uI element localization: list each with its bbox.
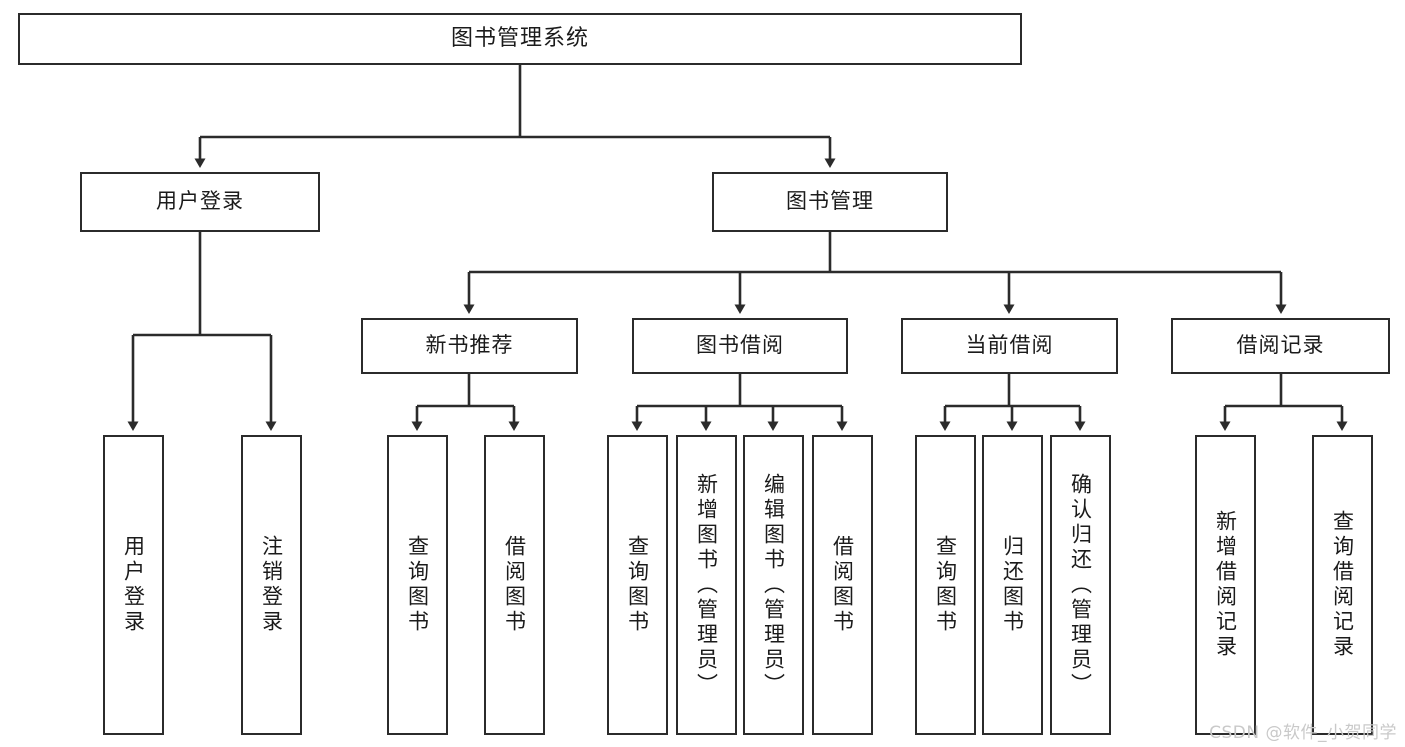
leaf-query-book-1[interactable]: 查询图书 — [387, 435, 448, 735]
leaf-user-login[interactable]: 用户登录 — [103, 435, 164, 735]
node-label: 借阅图书 — [830, 535, 855, 635]
node-label: 注销登录 — [259, 535, 284, 635]
node-label: 图书借阅 — [696, 333, 784, 358]
node-label: 查询借阅记录 — [1330, 510, 1355, 660]
node-label: 借阅图书 — [502, 535, 527, 635]
leaf-query-book-2[interactable]: 查询图书 — [607, 435, 668, 735]
node-label: 新书推荐 — [425, 333, 514, 358]
node-label: 借阅记录 — [1236, 333, 1325, 358]
node-label: 归还图书 — [1000, 535, 1025, 635]
leaf-query-book-3[interactable]: 查询图书 — [915, 435, 976, 735]
leaf-borrow-book-2[interactable]: 借阅图书 — [812, 435, 873, 735]
node-label: 用户登录 — [156, 189, 244, 214]
node-book-borrow[interactable]: 图书借阅 — [632, 318, 848, 374]
node-root[interactable]: 图书管理系统 — [18, 13, 1022, 65]
leaf-borrow-book-1[interactable]: 借阅图书 — [484, 435, 545, 735]
leaf-add-record[interactable]: 新增借阅记录 — [1195, 435, 1256, 735]
node-label: 查询图书 — [405, 535, 430, 635]
node-label: 新增图书（管理员） — [694, 472, 719, 698]
node-label: 当前借阅 — [965, 333, 1054, 358]
node-label: 编辑图书（管理员） — [761, 472, 786, 698]
node-borrow-record[interactable]: 借阅记录 — [1171, 318, 1390, 374]
node-label: 查询图书 — [625, 535, 650, 635]
node-new-book-rec[interactable]: 新书推荐 — [361, 318, 578, 374]
node-label: 图书管理 — [786, 189, 874, 214]
node-label: 新增借阅记录 — [1213, 510, 1238, 660]
node-label: 确认归还（管理员） — [1068, 472, 1093, 698]
leaf-logout[interactable]: 注销登录 — [241, 435, 302, 735]
node-current-borrow[interactable]: 当前借阅 — [901, 318, 1118, 374]
leaf-return-book[interactable]: 归还图书 — [982, 435, 1043, 735]
node-user-login[interactable]: 用户登录 — [80, 172, 320, 232]
node-label: 用户登录 — [121, 535, 146, 635]
leaf-edit-book[interactable]: 编辑图书（管理员） — [743, 435, 804, 735]
node-label: 查询图书 — [933, 535, 958, 635]
leaf-add-book[interactable]: 新增图书（管理员） — [676, 435, 737, 735]
leaf-confirm-return[interactable]: 确认归还（管理员） — [1050, 435, 1111, 735]
node-book-manage[interactable]: 图书管理 — [712, 172, 948, 232]
node-label: 图书管理系统 — [450, 25, 589, 51]
leaf-query-record[interactable]: 查询借阅记录 — [1312, 435, 1373, 735]
watermark: CSDN @软件_小贺同学 — [1209, 723, 1397, 743]
